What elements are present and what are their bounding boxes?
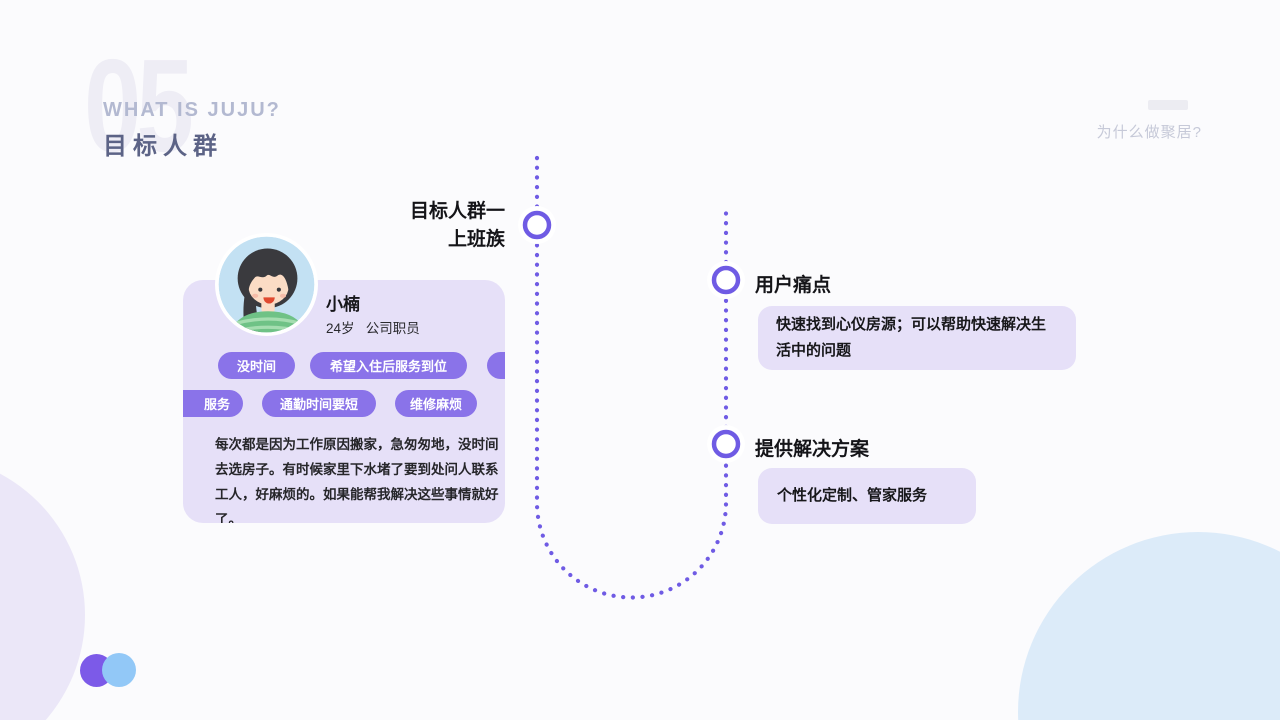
- section-number: 05: [84, 32, 194, 179]
- corner-dash-decoration: [1148, 100, 1188, 110]
- persona-tag: 通勤时间要短: [262, 390, 376, 417]
- section-eyebrow: WHAT IS JUJU?: [103, 99, 281, 121]
- persona-name: 小楠: [326, 295, 360, 314]
- timeline-node-persona: [518, 206, 556, 244]
- group-title-line1: 目标人群一: [409, 201, 505, 222]
- decorative-blue-dot: [102, 653, 136, 687]
- page-title: 目标人群: [103, 133, 223, 160]
- group-title-line2: 上班族: [447, 229, 505, 250]
- pain-body: 快速找到心仪房源；可以帮助快速解决生活中的问题: [776, 316, 1047, 359]
- corner-note: 为什么做聚居?: [1096, 124, 1202, 141]
- group-title: 目标人群一 上班族: [410, 198, 505, 254]
- pain-heading: 用户痛点: [755, 275, 832, 296]
- timeline-node-solution: [707, 425, 745, 463]
- solution-card: 个性化定制、管家服务: [758, 468, 976, 524]
- persona-avatar: [215, 233, 318, 336]
- persona-details: 24岁 公司职员: [326, 321, 420, 336]
- persona-tag-clipped: 服务: [183, 390, 243, 417]
- persona-tag: 没时间: [218, 352, 295, 379]
- pain-card: 快速找到心仪房源；可以帮助快速解决生活中的问题: [758, 306, 1076, 370]
- persona-tag: 希望入住后服务到位: [310, 352, 467, 379]
- solution-body: 个性化定制、管家服务: [777, 487, 928, 504]
- solution-heading: 提供解决方案: [755, 439, 870, 460]
- persona-quote: 每次都是因为工作原因搬家，急匆匆地，没时间去选房子。有时候家里下水堵了要到处问人…: [215, 437, 499, 523]
- persona-tag-clipped: [487, 352, 505, 379]
- timeline-node-pain: [707, 261, 745, 299]
- persona-tag: 维修麻烦: [395, 390, 477, 417]
- dotted-curve: [534, 155, 729, 600]
